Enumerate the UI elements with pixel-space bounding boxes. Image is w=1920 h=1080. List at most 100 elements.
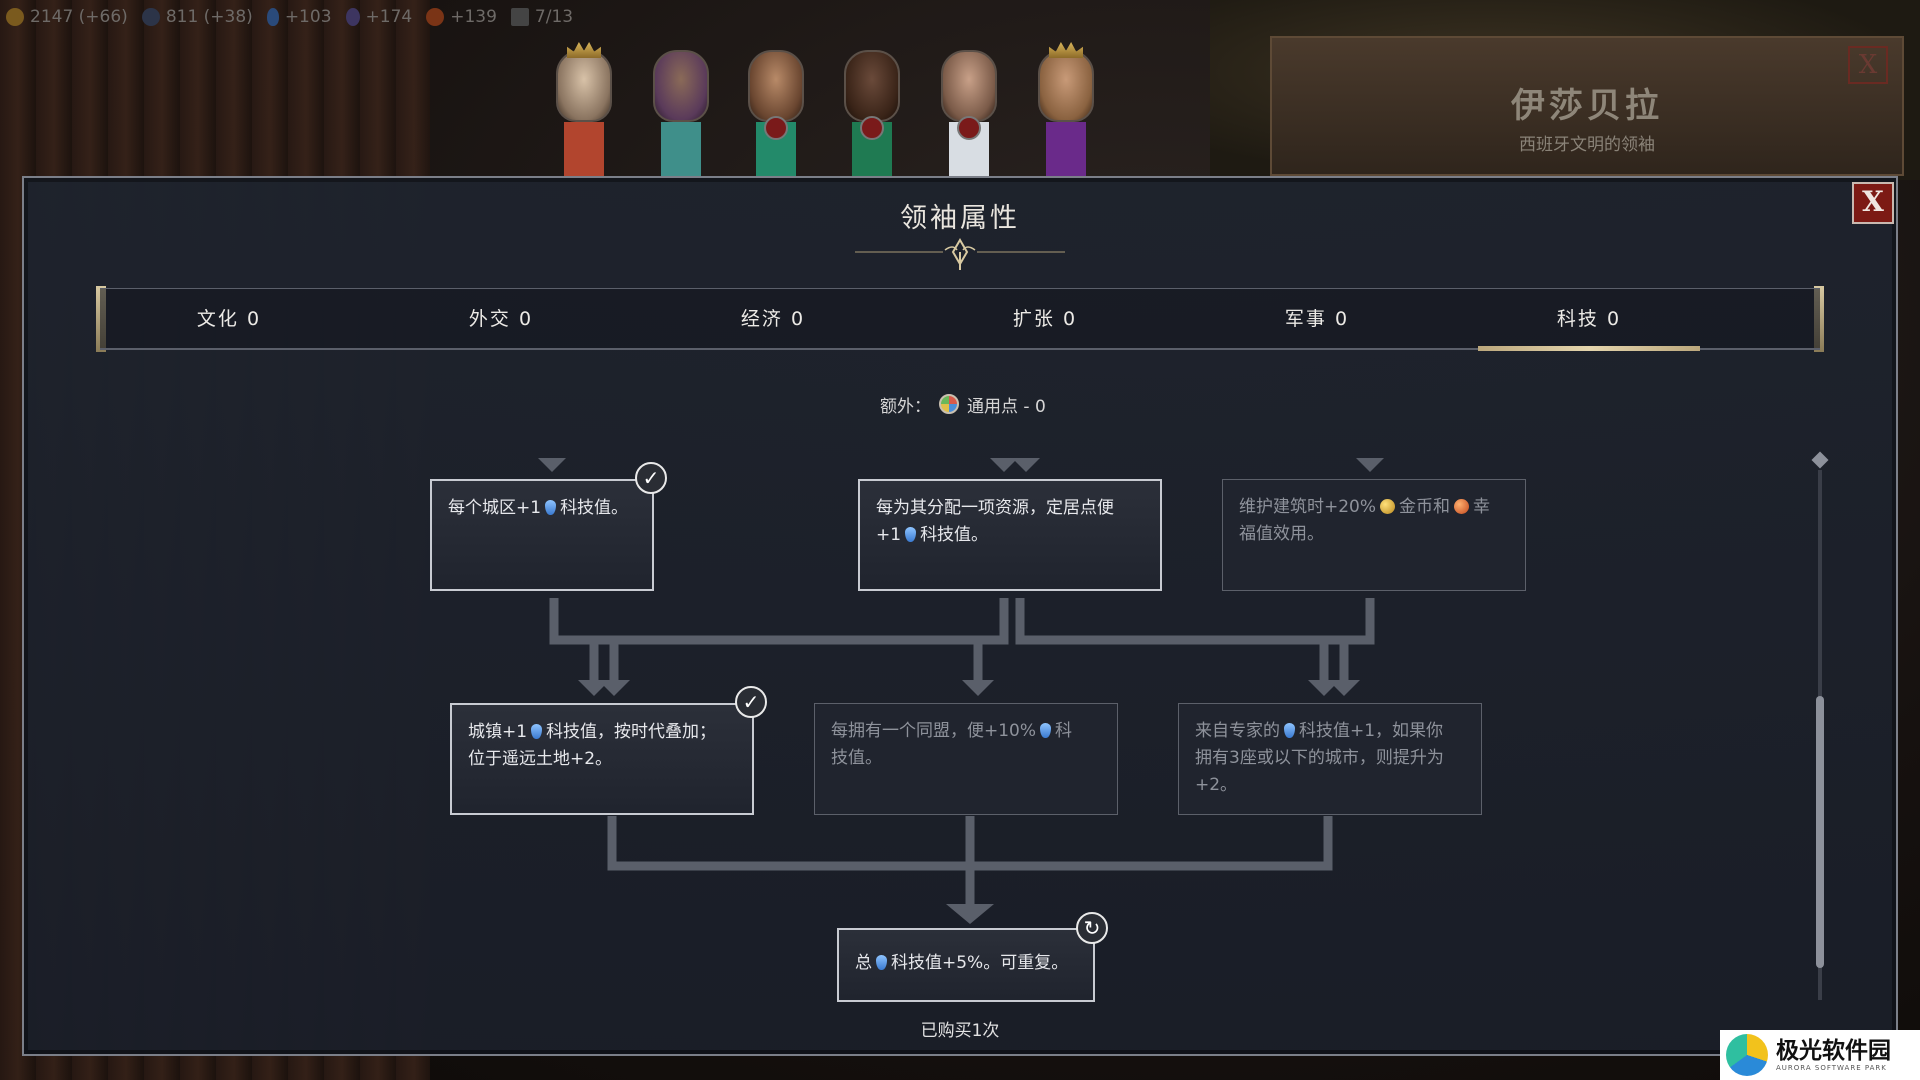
- card-text: 拥有3座或以下的城市，则提升为: [1195, 748, 1444, 768]
- resource-gold-value: 2147 (+66): [30, 7, 128, 27]
- leader-info-card: 伊莎贝拉 西班牙文明的领袖 X: [1270, 36, 1904, 176]
- leader-name: 伊莎贝拉: [1511, 86, 1663, 126]
- skill-card-total-science[interactable]: 总科技值+5%。可重复。: [837, 928, 1095, 1002]
- hostile-emblem-icon: [764, 116, 788, 140]
- extra-label: 额外：: [880, 396, 931, 417]
- resource-science-value: +103: [284, 7, 332, 27]
- checkmark-icon: ✓: [635, 462, 667, 494]
- leader-face: [556, 50, 612, 122]
- resource-gold[interactable]: 2147 (+66): [6, 7, 128, 27]
- leader-portrait[interactable]: [745, 44, 807, 176]
- card-text: 每拥有一个同盟，便+10%: [831, 721, 1037, 741]
- leader-face: [748, 50, 804, 122]
- card-text: 科技值+1，如果你: [1299, 721, 1444, 741]
- resource-bar: 2147 (+66) 811 (+38) +103 +174 +139 7/13: [6, 4, 573, 30]
- resource-culture[interactable]: +174: [345, 7, 413, 27]
- science-icon: [876, 955, 887, 970]
- repeat-icon: ↻: [1076, 912, 1108, 944]
- resource-cities-value: 7/13: [534, 7, 574, 27]
- card-text: 福值效用。: [1239, 524, 1324, 544]
- leader-face: [844, 50, 900, 122]
- card-text: 科技值。: [920, 525, 989, 545]
- cities-icon: [510, 8, 529, 26]
- skill-card-specialist-science[interactable]: 来自专家的科技值+1，如果你 拥有3座或以下的城市，则提升为 +2。: [1178, 703, 1482, 815]
- leader-civilization: 西班牙文明的领袖: [1519, 135, 1655, 155]
- leader-face: [653, 50, 709, 122]
- skill-card-alliance-science[interactable]: 每拥有一个同盟，便+10% 科 技值。: [814, 703, 1118, 815]
- resource-happiness-value: +139: [450, 7, 497, 27]
- resource-culture-value: +174: [365, 7, 413, 27]
- resource-influence-value: 811 (+38): [165, 7, 253, 27]
- category-tabs: 文化 0 外交 0 经济 0 扩张 0 军事 0 科技 0: [100, 288, 1820, 351]
- close-button[interactable]: X: [1852, 182, 1894, 224]
- leader-portrait[interactable]: [841, 44, 903, 176]
- card-text: 总: [855, 953, 872, 973]
- leader-portrait[interactable]: [553, 42, 615, 176]
- leader-portrait[interactable]: [938, 44, 1000, 176]
- leader-portrait-strip: [545, 42, 1105, 176]
- leader-banner: [1046, 122, 1086, 176]
- purchase-count: 已购买1次: [920, 1021, 1000, 1041]
- science-icon: [1040, 723, 1052, 738]
- card-text: 科技值+5%。可重复。: [891, 953, 1069, 973]
- card-text: 维护建筑时+20%: [1239, 497, 1377, 517]
- science-icon: [545, 500, 557, 515]
- skill-card-town-science[interactable]: 城镇+1 科技值，按时代叠加； 位于遥远土地+2。: [450, 703, 754, 815]
- skill-card-district-science[interactable]: 每个城区+1 科技值。: [430, 479, 654, 591]
- tab-culture[interactable]: 文化 0: [196, 308, 262, 330]
- watermark-title: 极光软件园: [1776, 1038, 1891, 1064]
- card-text: +2。: [1195, 775, 1238, 795]
- leader-banner: [564, 122, 604, 176]
- card-text: 幸: [1473, 497, 1491, 517]
- tab-science[interactable]: 科技 0: [1478, 289, 1700, 351]
- card-text: 城镇+1: [468, 722, 528, 742]
- card-text: 每个城区+1: [448, 498, 542, 518]
- science-icon: [531, 724, 543, 739]
- science-icon: [1284, 723, 1295, 738]
- card-text: 科技值，按时代叠加；: [546, 722, 717, 742]
- culture-icon: [345, 8, 360, 26]
- tab-diplomacy[interactable]: 外交 0: [468, 308, 534, 330]
- resource-science[interactable]: +103: [266, 7, 332, 27]
- universal-points-icon: [939, 394, 959, 414]
- card-text: 位于遥远土地+2。: [468, 749, 613, 769]
- skill-card-building-maintenance[interactable]: 维护建筑时+20% 金币和 幸 福值效用。: [1222, 479, 1526, 591]
- scrollbar-thumb[interactable]: [1816, 696, 1824, 968]
- tab-expansion[interactable]: 扩张 0: [1012, 308, 1078, 330]
- hostile-emblem-icon: [957, 116, 981, 140]
- gold-icon: [6, 8, 24, 26]
- card-text: +1: [876, 525, 902, 545]
- card-text: 来自专家的: [1195, 721, 1280, 741]
- resource-influence[interactable]: 811 (+38): [141, 7, 253, 27]
- leader-portrait[interactable]: [650, 44, 712, 176]
- watermark: 极光软件园 AURORA SOFTWARE PARK: [1720, 1030, 1920, 1080]
- leader-banner: [661, 122, 701, 176]
- skill-card-resource-science[interactable]: 每为其分配一项资源，定居点便 +1 科技值。: [858, 479, 1162, 591]
- checkmark-icon: ✓: [735, 686, 767, 718]
- happiness-icon: [426, 8, 445, 26]
- card-text: 科技值。: [560, 498, 629, 518]
- gold-icon: [1380, 499, 1396, 514]
- universal-points-value: 通用点 - 0: [967, 396, 1046, 417]
- hostile-emblem-icon: [860, 116, 884, 140]
- tab-economy[interactable]: 经济 0: [740, 308, 806, 330]
- title-ornament-icon: [855, 238, 1065, 270]
- happiness-icon: [1454, 499, 1470, 514]
- resource-cities[interactable]: 7/13: [510, 7, 574, 27]
- resource-happiness[interactable]: +139: [426, 7, 497, 27]
- panel-title: 领袖属性: [900, 203, 1020, 234]
- tab-military[interactable]: 军事 0: [1284, 308, 1350, 330]
- science-icon: [266, 8, 279, 26]
- card-text: 每为其分配一项资源，定居点便: [876, 498, 1114, 518]
- card-text: 科: [1055, 721, 1073, 741]
- card-text: 技值。: [831, 748, 882, 768]
- watermark-logo-icon: [1726, 1034, 1768, 1076]
- watermark-subtitle: AURORA SOFTWARE PARK: [1776, 1064, 1887, 1072]
- science-icon: [905, 527, 917, 542]
- card-text: 金币和: [1399, 497, 1451, 517]
- leader-portrait[interactable]: [1035, 42, 1097, 176]
- influence-icon: [141, 8, 160, 26]
- leader-card-close-button[interactable]: X: [1848, 46, 1888, 84]
- extra-points-row: 额外： 通用点 - 0: [880, 392, 1046, 417]
